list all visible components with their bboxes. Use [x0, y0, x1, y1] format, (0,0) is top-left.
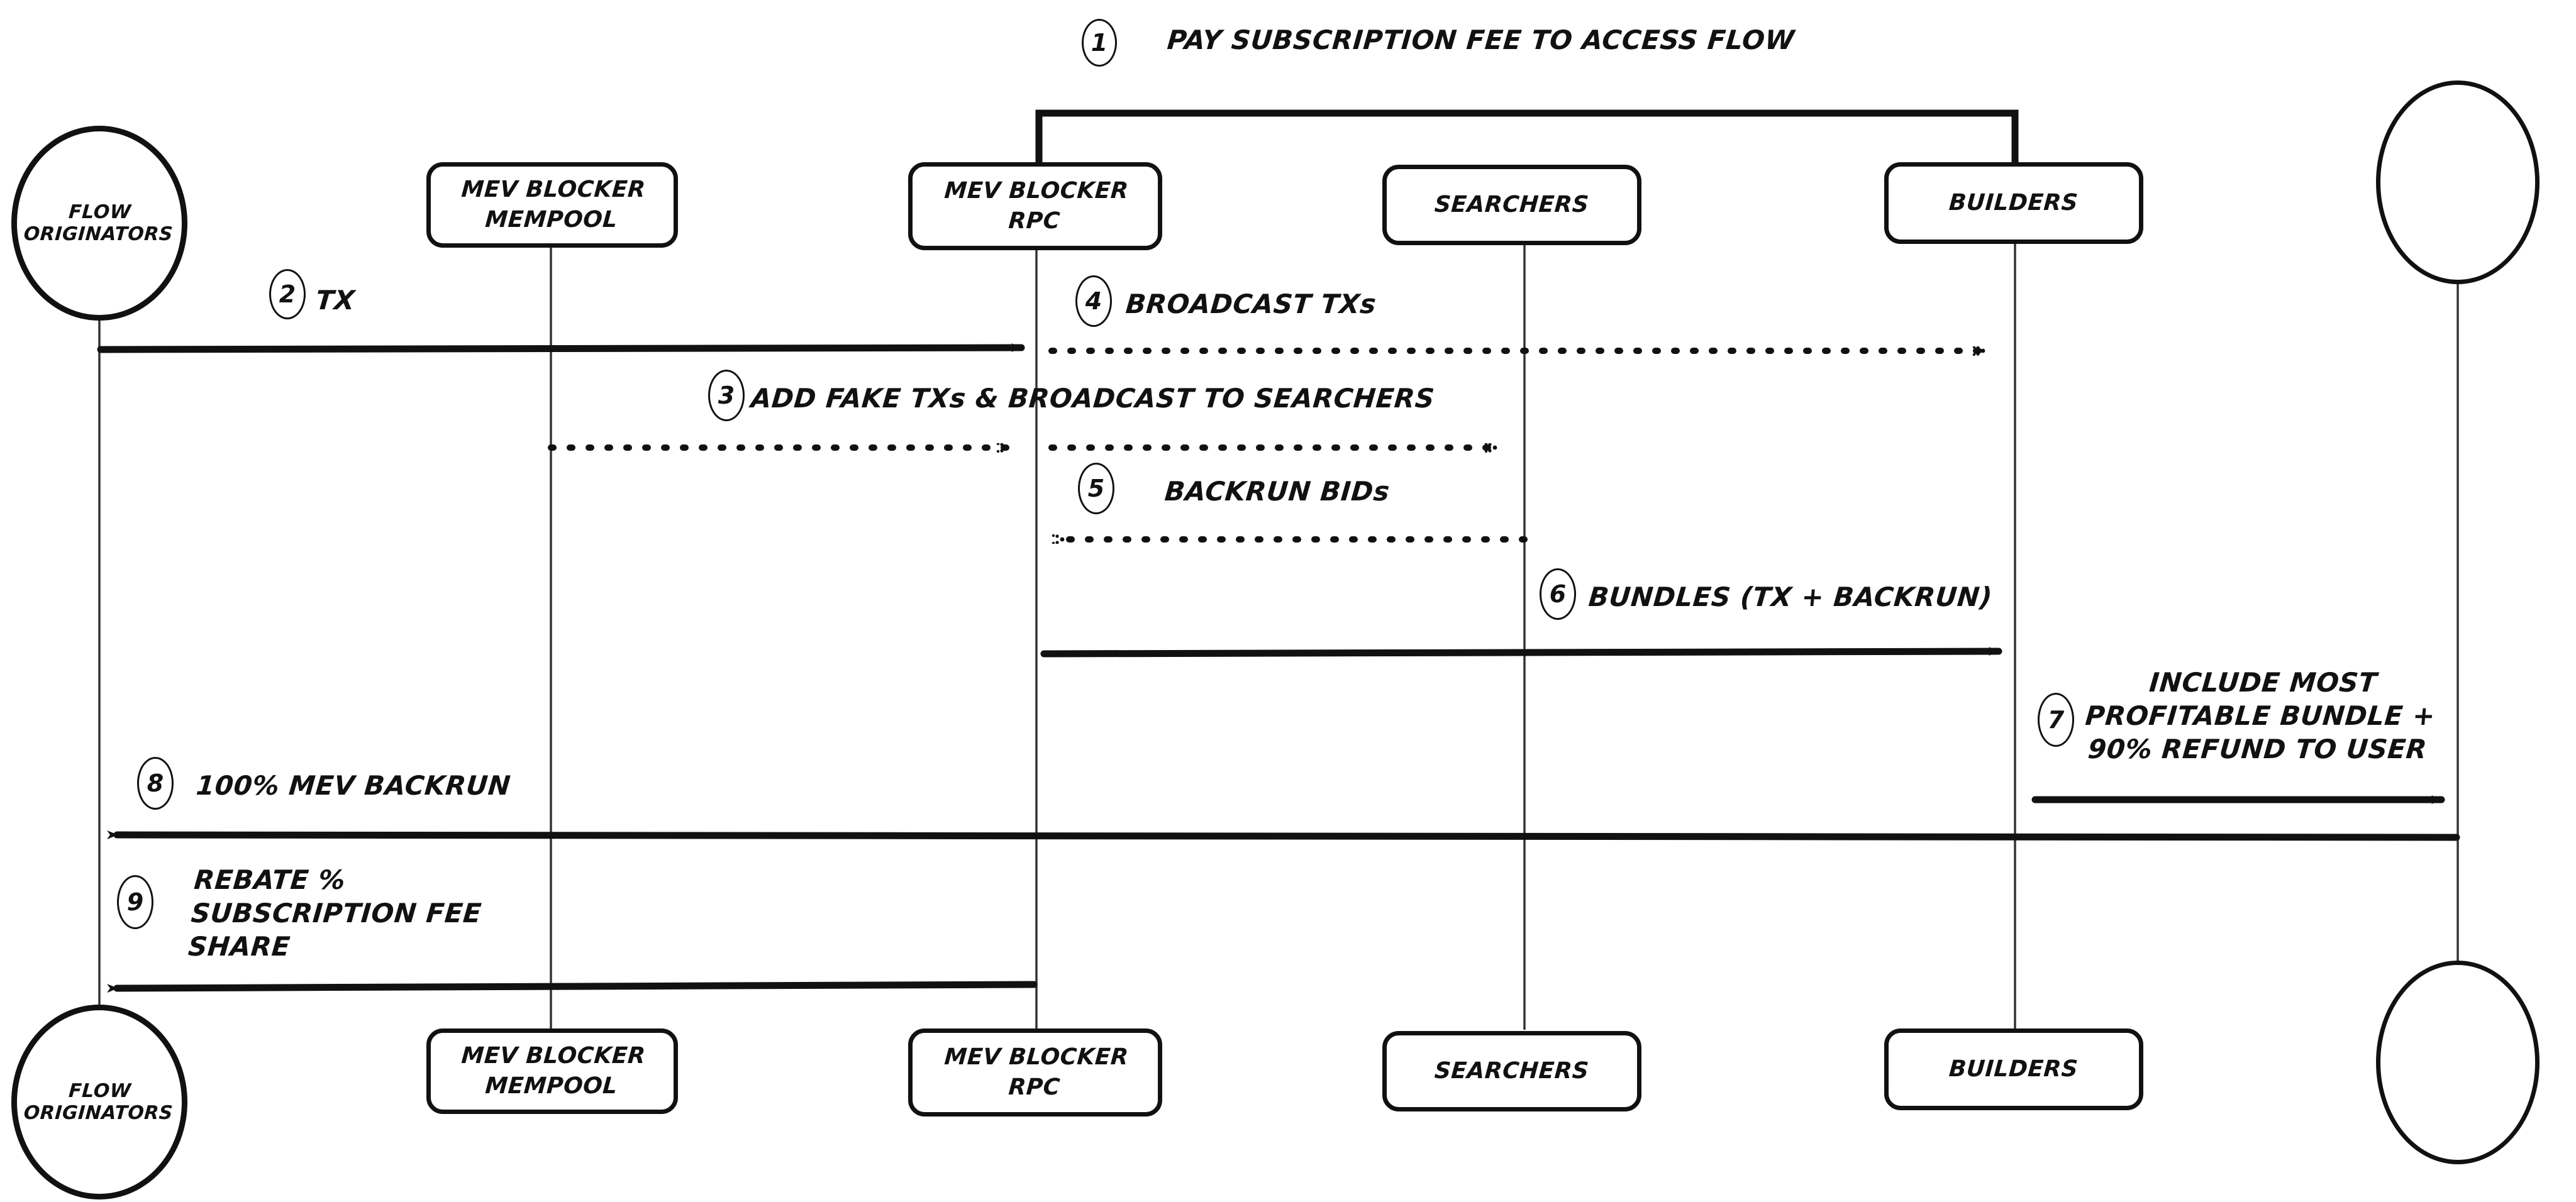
actor-builders-bottom[interactable]: BUILDERS [1884, 1028, 2143, 1110]
actor-mev-blocker-rpc-bottom[interactable]: MEV BLOCKER RPC [908, 1028, 1162, 1117]
actor-label-builders-top: BUILDERS [1948, 190, 2080, 216]
actor-mev-blocker-mempool-bottom[interactable]: MEV BLOCKER MEMPOOL [426, 1028, 678, 1114]
actor-mev-blocker-rpc-top[interactable]: MEV BLOCKER RPC [908, 162, 1162, 250]
message-label-8: 100% MEV BACKRUN [194, 770, 513, 801]
message-label-5: BACKRUN BIDs [1163, 476, 1391, 507]
seq-number-1: 1 [1091, 29, 1108, 57]
message-label-1: PAY SUBSCRIPTION FEE TO ACCESS FLOW [1165, 25, 1796, 55]
message-arrow-1 [1035, 109, 2019, 190]
seq-badge-1: 1 [1082, 19, 1117, 67]
actor-builders-top[interactable]: BUILDERS [1884, 162, 2143, 244]
message-label-2: TX [314, 285, 357, 316]
seq-badge-8: 8 [137, 757, 174, 810]
actor-flow-originators-top[interactable]: FLOW ORIGINATORS [11, 126, 187, 321]
lifelines [98, 223, 2459, 1030]
actor-label-mev-blocker-rpc-bottom: MEV BLOCKER RPC [943, 1044, 1130, 1100]
seq-badge-5: 5 [1078, 463, 1114, 514]
actor-label-mev-blocker-mempool-top: MEV BLOCKER MEMPOOL [460, 177, 647, 233]
actor-label-mev-blocker-rpc-top: MEV BLOCKER RPC [943, 178, 1130, 234]
message-label-4: BROADCAST TXs [1124, 289, 1378, 319]
message-arrow-2 [97, 343, 1025, 353]
seq-number-3: 3 [718, 382, 735, 409]
seq-badge-6: 6 [1540, 568, 1576, 620]
seq-number-5: 5 [1087, 475, 1105, 502]
seq-badge-4: 4 [1075, 275, 1112, 327]
actor-label-flow-originators-top: FLOW ORIGINATORS [23, 201, 174, 245]
actor-searchers-bottom[interactable]: SEARCHERS [1382, 1031, 1641, 1111]
actor-ethereum-top[interactable] [2376, 80, 2540, 284]
actor-label-searchers-top: SEARCHERS [1433, 192, 1591, 218]
seq-number-7: 7 [2047, 706, 2065, 734]
seq-badge-9: 9 [117, 875, 153, 929]
actor-label-searchers-bottom: SEARCHERS [1433, 1058, 1591, 1084]
message-label-7: INCLUDE MOST PROFITABLE BUNDLE + 90% REF… [2084, 667, 2437, 764]
message-arrow-6 [1040, 647, 2002, 658]
actor-label-flow-originators-bottom: FLOW ORIGINATORS [23, 1080, 174, 1124]
actor-ethereum-bottom[interactable] [2376, 961, 2540, 1164]
actor-mev-blocker-mempool-top[interactable]: MEV BLOCKER MEMPOOL [426, 162, 678, 248]
seq-number-2: 2 [279, 280, 296, 308]
seq-number-4: 4 [1085, 287, 1102, 315]
seq-badge-2: 2 [269, 269, 306, 319]
actor-flow-originators-bottom[interactable]: FLOW ORIGINATORS [11, 1005, 187, 1199]
actor-label-builders-bottom: BUILDERS [1948, 1056, 2080, 1083]
actor-searchers-top[interactable]: SEARCHERS [1382, 165, 1641, 245]
message-arrow-8 [106, 830, 2460, 841]
actor-label-mev-blocker-mempool-bottom: MEV BLOCKER MEMPOOL [460, 1043, 647, 1099]
message-label-3: ADD FAKE TXs & BROADCAST TO SEARCHERS [749, 383, 1436, 414]
message-label-6: BUNDLES (TX + BACKRUN) [1587, 582, 1994, 612]
message-label-9: REBATE % SUBSCRIPTION FEE SHARE [187, 864, 483, 962]
seq-number-6: 6 [1549, 580, 1567, 608]
seq-badge-3: 3 [708, 370, 745, 421]
message-arrow-9 [106, 981, 1038, 993]
seq-number-8: 8 [147, 769, 164, 797]
seq-badge-7: 7 [2038, 693, 2074, 747]
seq-number-9: 9 [126, 888, 144, 916]
